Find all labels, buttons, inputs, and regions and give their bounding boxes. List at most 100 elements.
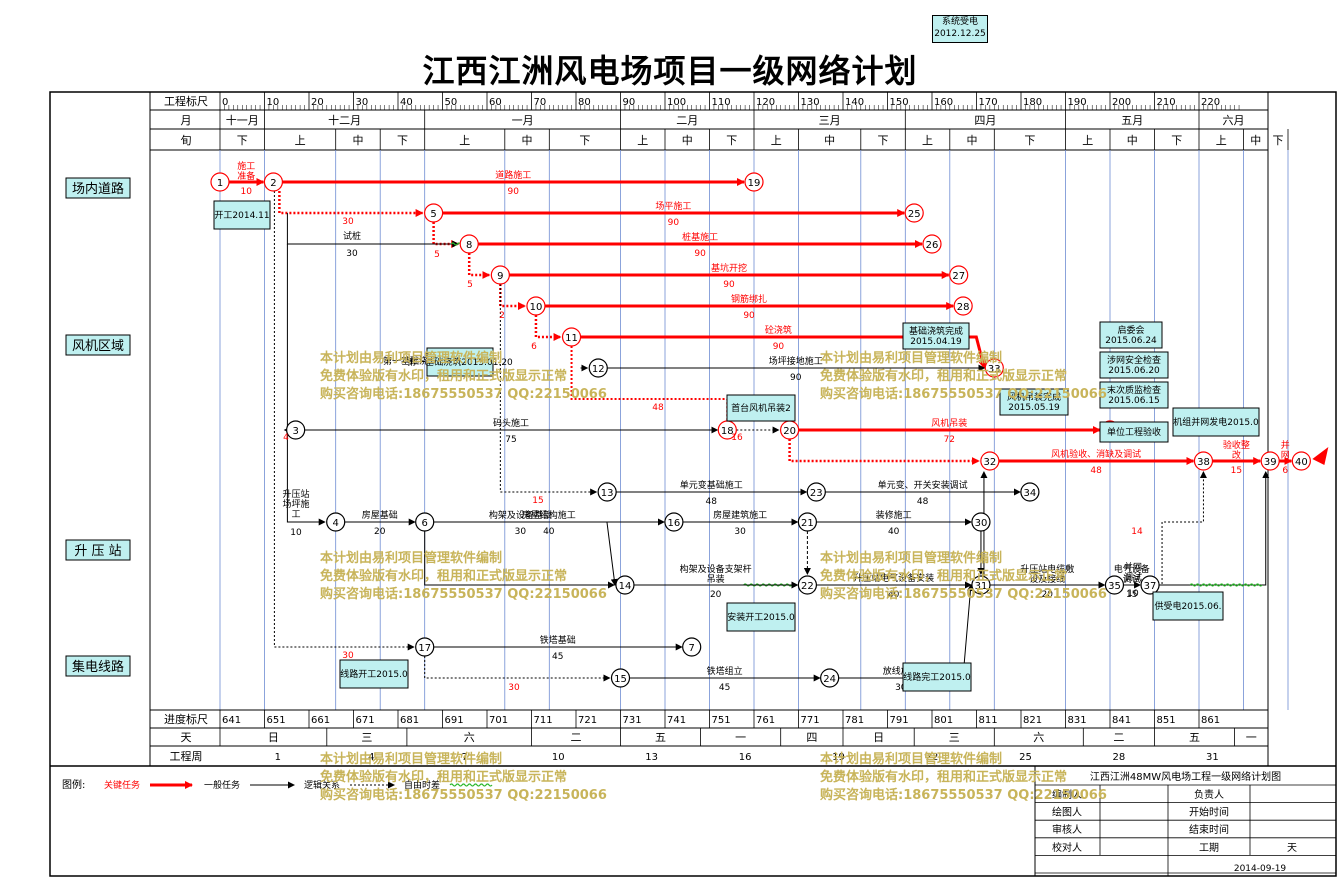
progress-tick-label: 641 xyxy=(222,715,241,726)
node-label: 16 xyxy=(668,518,681,529)
activity-duration: 20 xyxy=(374,527,386,537)
activity-label: 砼浇筑 xyxy=(765,324,792,336)
node-label: 34 xyxy=(1024,488,1037,499)
activity-label: 升压站电气设备安装 xyxy=(853,572,934,584)
side-label: 30 xyxy=(342,651,354,661)
weekday-name: 六 xyxy=(464,731,475,744)
week-number: 13 xyxy=(645,752,658,763)
scale-tick-label: 180 xyxy=(1023,97,1042,108)
milestone-note-text: 线路完工2015.0 xyxy=(903,671,971,683)
node-label: 13 xyxy=(601,488,614,499)
scale-tick-label: 20 xyxy=(311,97,324,108)
xun-name: 中 xyxy=(967,134,978,147)
milestone-note xyxy=(726,602,796,632)
node-label: 25 xyxy=(908,209,921,220)
titleblock-left-label: 绘图人 xyxy=(1052,806,1082,819)
progress-tick-label: 701 xyxy=(489,715,508,726)
activity-label: 风机吊装 xyxy=(931,417,967,429)
day-label: 天 xyxy=(181,731,192,744)
activity-duration: 90 xyxy=(773,342,785,352)
float-37-39 xyxy=(1189,583,1263,587)
progress-tick-label: 671 xyxy=(356,715,375,726)
milestone-note xyxy=(902,662,972,692)
node-label: 38 xyxy=(1197,457,1210,468)
node-9 xyxy=(490,265,510,285)
milestone-note-text: 线路开工2015.0 xyxy=(340,668,408,680)
legend-label: 图例: xyxy=(62,778,85,791)
row-label: 场内道路 xyxy=(72,181,124,197)
activity-label: 铁塔组立 xyxy=(707,665,743,677)
activity-duration: 90 xyxy=(743,311,755,321)
node-label: 14 xyxy=(619,581,632,592)
progress-tick-label: 851 xyxy=(1157,715,1176,726)
scale-tick-label: 160 xyxy=(934,97,953,108)
node-label: 24 xyxy=(823,674,836,685)
node-label: 33 xyxy=(988,364,1001,375)
activity-duration: 90 xyxy=(694,249,706,259)
xun-name: 上 xyxy=(922,134,933,147)
node-23 xyxy=(806,482,826,502)
progress-tick-label: 781 xyxy=(845,715,864,726)
node-label: 18 xyxy=(721,426,734,437)
node-12 xyxy=(588,358,608,378)
titleblock-right-label: 结束时间 xyxy=(1189,823,1229,836)
node-label: 9 xyxy=(497,271,503,282)
xun-name: 上 xyxy=(771,134,782,147)
side-label: 14 xyxy=(1131,527,1143,537)
node-label: 39 xyxy=(1264,457,1277,468)
activity-label: 道路施工 xyxy=(495,169,531,181)
node-30 xyxy=(971,512,991,532)
activity-label: 房屋基础 xyxy=(362,509,398,521)
node-10 xyxy=(526,296,546,316)
scale-tick-label: 80 xyxy=(578,97,591,108)
xun-name: 中 xyxy=(682,134,693,147)
critical-logic-2-5 xyxy=(278,191,424,217)
activity-label: 钢筋绑扎 xyxy=(731,293,767,305)
activity-duration: 45 xyxy=(552,652,563,662)
activity-duration: 40 xyxy=(543,527,555,537)
node-19 xyxy=(744,172,764,192)
activity-label: 桩基施工 xyxy=(682,231,718,243)
node-34 xyxy=(1020,482,1040,502)
node-14 xyxy=(615,575,635,595)
watermark-text: 本计划由易利项目管理软件编制 xyxy=(820,550,1002,566)
titleblock-left-label: 校对人 xyxy=(1052,841,1082,854)
node-label: 11 xyxy=(565,333,578,344)
activity-label: 构架及设备支架杆吊装 xyxy=(680,563,752,585)
week-number: 31 xyxy=(1206,752,1219,763)
activity-duration: 40 xyxy=(888,527,900,537)
scale-tick-label: 0 xyxy=(222,97,228,108)
finish-flag-icon xyxy=(1312,447,1329,465)
milestone-note xyxy=(339,659,409,689)
scale-tick-label: 60 xyxy=(489,97,502,108)
node-label: 8 xyxy=(466,240,472,251)
week-number: 28 xyxy=(1113,752,1126,763)
node-label: 40 xyxy=(1295,457,1308,468)
activity-duration: 6 xyxy=(1282,466,1288,476)
node-label: 10 xyxy=(530,302,543,313)
node-label: 6 xyxy=(422,518,428,529)
activity-label: 电气设备调试 xyxy=(1114,563,1150,585)
row-label-box xyxy=(65,177,131,199)
scale-tick-label: 120 xyxy=(756,97,775,108)
progress-tick-label: 821 xyxy=(1023,715,1042,726)
node-6 xyxy=(415,512,435,532)
xun-name: 中 xyxy=(1127,134,1138,147)
titleblock-right-label: 开始时间 xyxy=(1189,806,1229,819)
month-name: 三月 xyxy=(819,114,841,127)
node-11 xyxy=(561,327,582,347)
week-number: 1 xyxy=(275,752,281,763)
activity-duration: 45 xyxy=(719,683,730,693)
logic-6-14 xyxy=(424,531,615,589)
xun-name: 下 xyxy=(579,134,590,147)
titleblock-right-label: 工期 xyxy=(1199,842,1219,854)
scale-tick-label: 140 xyxy=(845,97,864,108)
activity-duration: 30 xyxy=(515,527,527,537)
side-label: 6 xyxy=(531,342,537,352)
titleblock-title: 江西江洲48MW风电场工程一级网络计划图 xyxy=(1090,770,1281,783)
side-label: 10 xyxy=(290,528,302,538)
milestone-system-power-date: 2012.12.25 xyxy=(934,29,986,39)
activity-duration: 20 xyxy=(710,590,722,600)
xun-name: 上 xyxy=(459,134,470,147)
side-label: 试桩 xyxy=(343,230,361,242)
